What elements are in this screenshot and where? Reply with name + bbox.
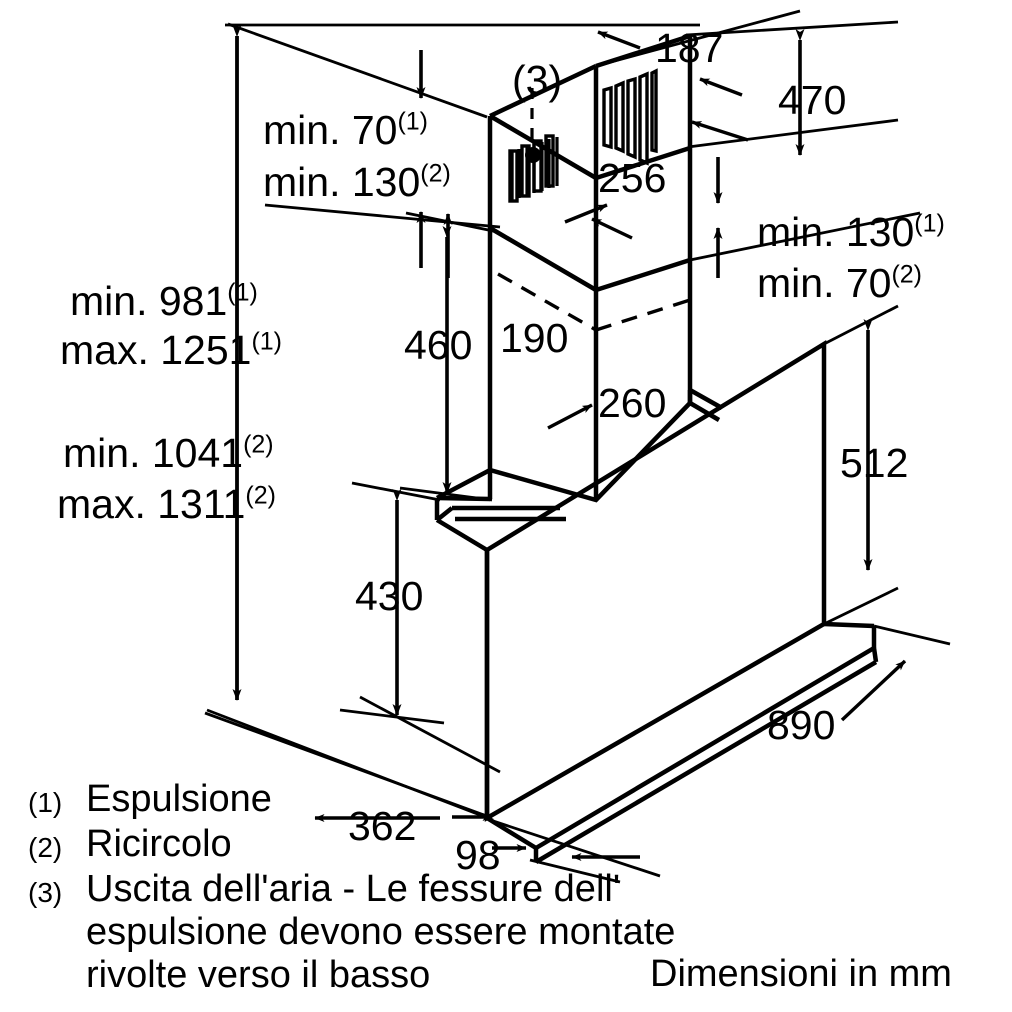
units-note: Dimensioni in mm xyxy=(650,953,952,995)
dim-460: 460 xyxy=(404,322,473,368)
dim-512: 512 xyxy=(840,440,909,486)
dim-256: 256 xyxy=(598,155,667,201)
dim-max-1251-1: max. 1251(1) xyxy=(60,327,283,373)
extension-lines xyxy=(204,9,951,884)
hood-canopy xyxy=(434,401,692,818)
dim-min-1041-2: min. 1041(2) xyxy=(63,430,274,476)
legend-item-3: (3) Uscita dell'aria - Le fessure dell' … xyxy=(28,868,675,997)
dim-min-70-2: min. 70(2) xyxy=(757,260,923,306)
dim-362: 362 xyxy=(348,803,417,849)
legend-text-2: Ricircolo xyxy=(86,823,232,865)
vent-slots-left-outline xyxy=(508,134,555,203)
legend-marker-1: (1) xyxy=(28,787,63,818)
dimension-arrows xyxy=(232,25,907,861)
dim-190: 190 xyxy=(500,315,569,361)
dim-min-130-2: min. 130(2) xyxy=(263,159,451,205)
legend-text-1: Espulsione xyxy=(86,778,272,820)
hidden-lines xyxy=(497,272,691,332)
dim-min-130-1: min. 130(1) xyxy=(757,209,945,255)
callout-3-label: (3) xyxy=(512,57,563,103)
bottom-lip xyxy=(485,621,879,864)
dim-430: 430 xyxy=(355,573,424,619)
legend-marker-3: (3) xyxy=(28,877,63,908)
legend-item-2: (2) Ricircolo xyxy=(28,823,232,866)
dim-max-1311-2: max. 1311(2) xyxy=(57,481,276,527)
dim-98: 98 xyxy=(455,832,501,878)
dim-890: 890 xyxy=(767,702,836,748)
dim-260: 260 xyxy=(598,380,667,426)
legend-item-1: (1) Espulsione xyxy=(28,778,272,821)
dim-min-70-1: min. 70(1) xyxy=(263,107,429,153)
dim-470: 470 xyxy=(778,77,847,123)
callout-3-leader xyxy=(525,88,541,163)
legend-text-3: Uscita dell'aria - Le fessure dell' espu… xyxy=(86,868,676,996)
hood-outline-group xyxy=(204,9,951,884)
lower-chimney xyxy=(487,148,693,500)
dim-187: 187 xyxy=(655,25,724,71)
chimney-canopy-joint xyxy=(687,388,724,422)
vent-slots-right xyxy=(602,68,658,166)
dim-min-981-1: min. 981(1) xyxy=(70,278,258,324)
legend-marker-2: (2) xyxy=(28,832,63,863)
